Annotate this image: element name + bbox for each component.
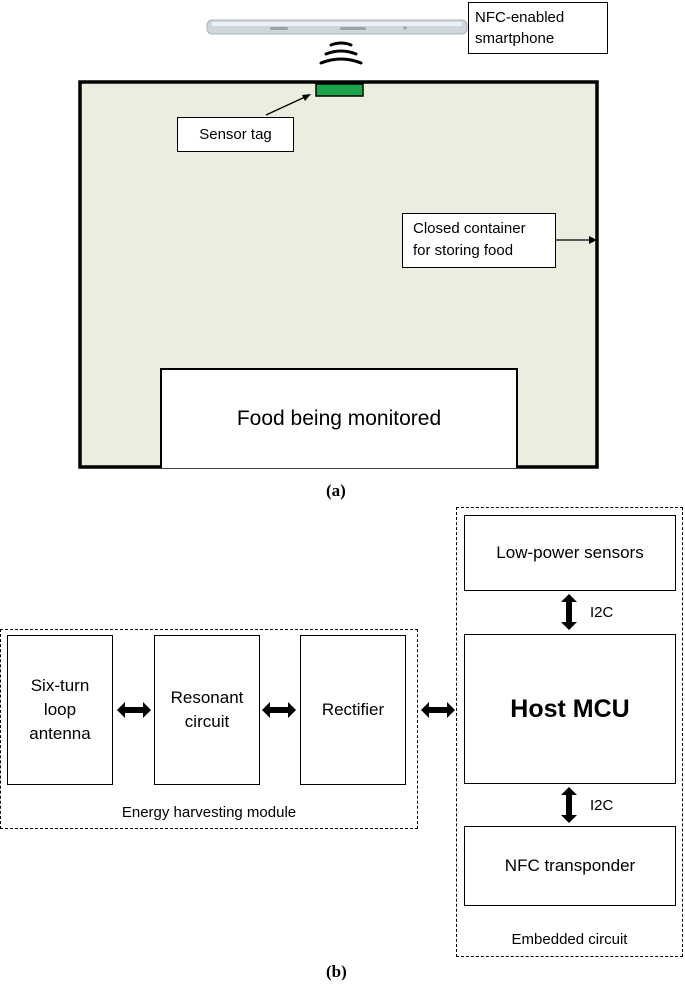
smartphone-label: NFC-enabled smartphone — [468, 2, 608, 54]
food-box: Food being monitored — [160, 368, 518, 468]
caption-b: (b) — [326, 962, 347, 981]
sensor-tag-label: Sensor tag — [177, 117, 294, 152]
resonant-circuit-block: Resonant circuit — [154, 635, 260, 785]
sensor-tag — [315, 83, 364, 97]
low-power-sensors-block: Low-power sensors — [464, 515, 676, 591]
antenna-block: Six-turn loop antenna — [7, 635, 113, 785]
container-label: Closed container for storing food — [402, 213, 556, 268]
rectifier-block: Rectifier — [300, 635, 406, 785]
smartphone-icon — [206, 19, 468, 35]
nfc-transponder-block: NFC transponder — [464, 826, 676, 906]
i2c-label-bottom: I2C — [590, 797, 614, 814]
arrow-sensor-tag — [265, 94, 311, 116]
energy-harvesting-label: Energy harvesting module — [121, 804, 297, 821]
nfc-signal-icon — [319, 41, 363, 65]
caption-a: (a) — [326, 481, 346, 500]
i2c-label-top: I2C — [590, 604, 614, 621]
host-mcu-block: Host MCU — [464, 634, 676, 784]
embedded-circuit-label: Embedded circuit — [511, 931, 628, 948]
arrow-container — [556, 236, 597, 244]
embedded-circuit-group — [456, 507, 683, 957]
double-arrows — [117, 594, 577, 823]
energy-harvesting-group — [0, 629, 418, 829]
